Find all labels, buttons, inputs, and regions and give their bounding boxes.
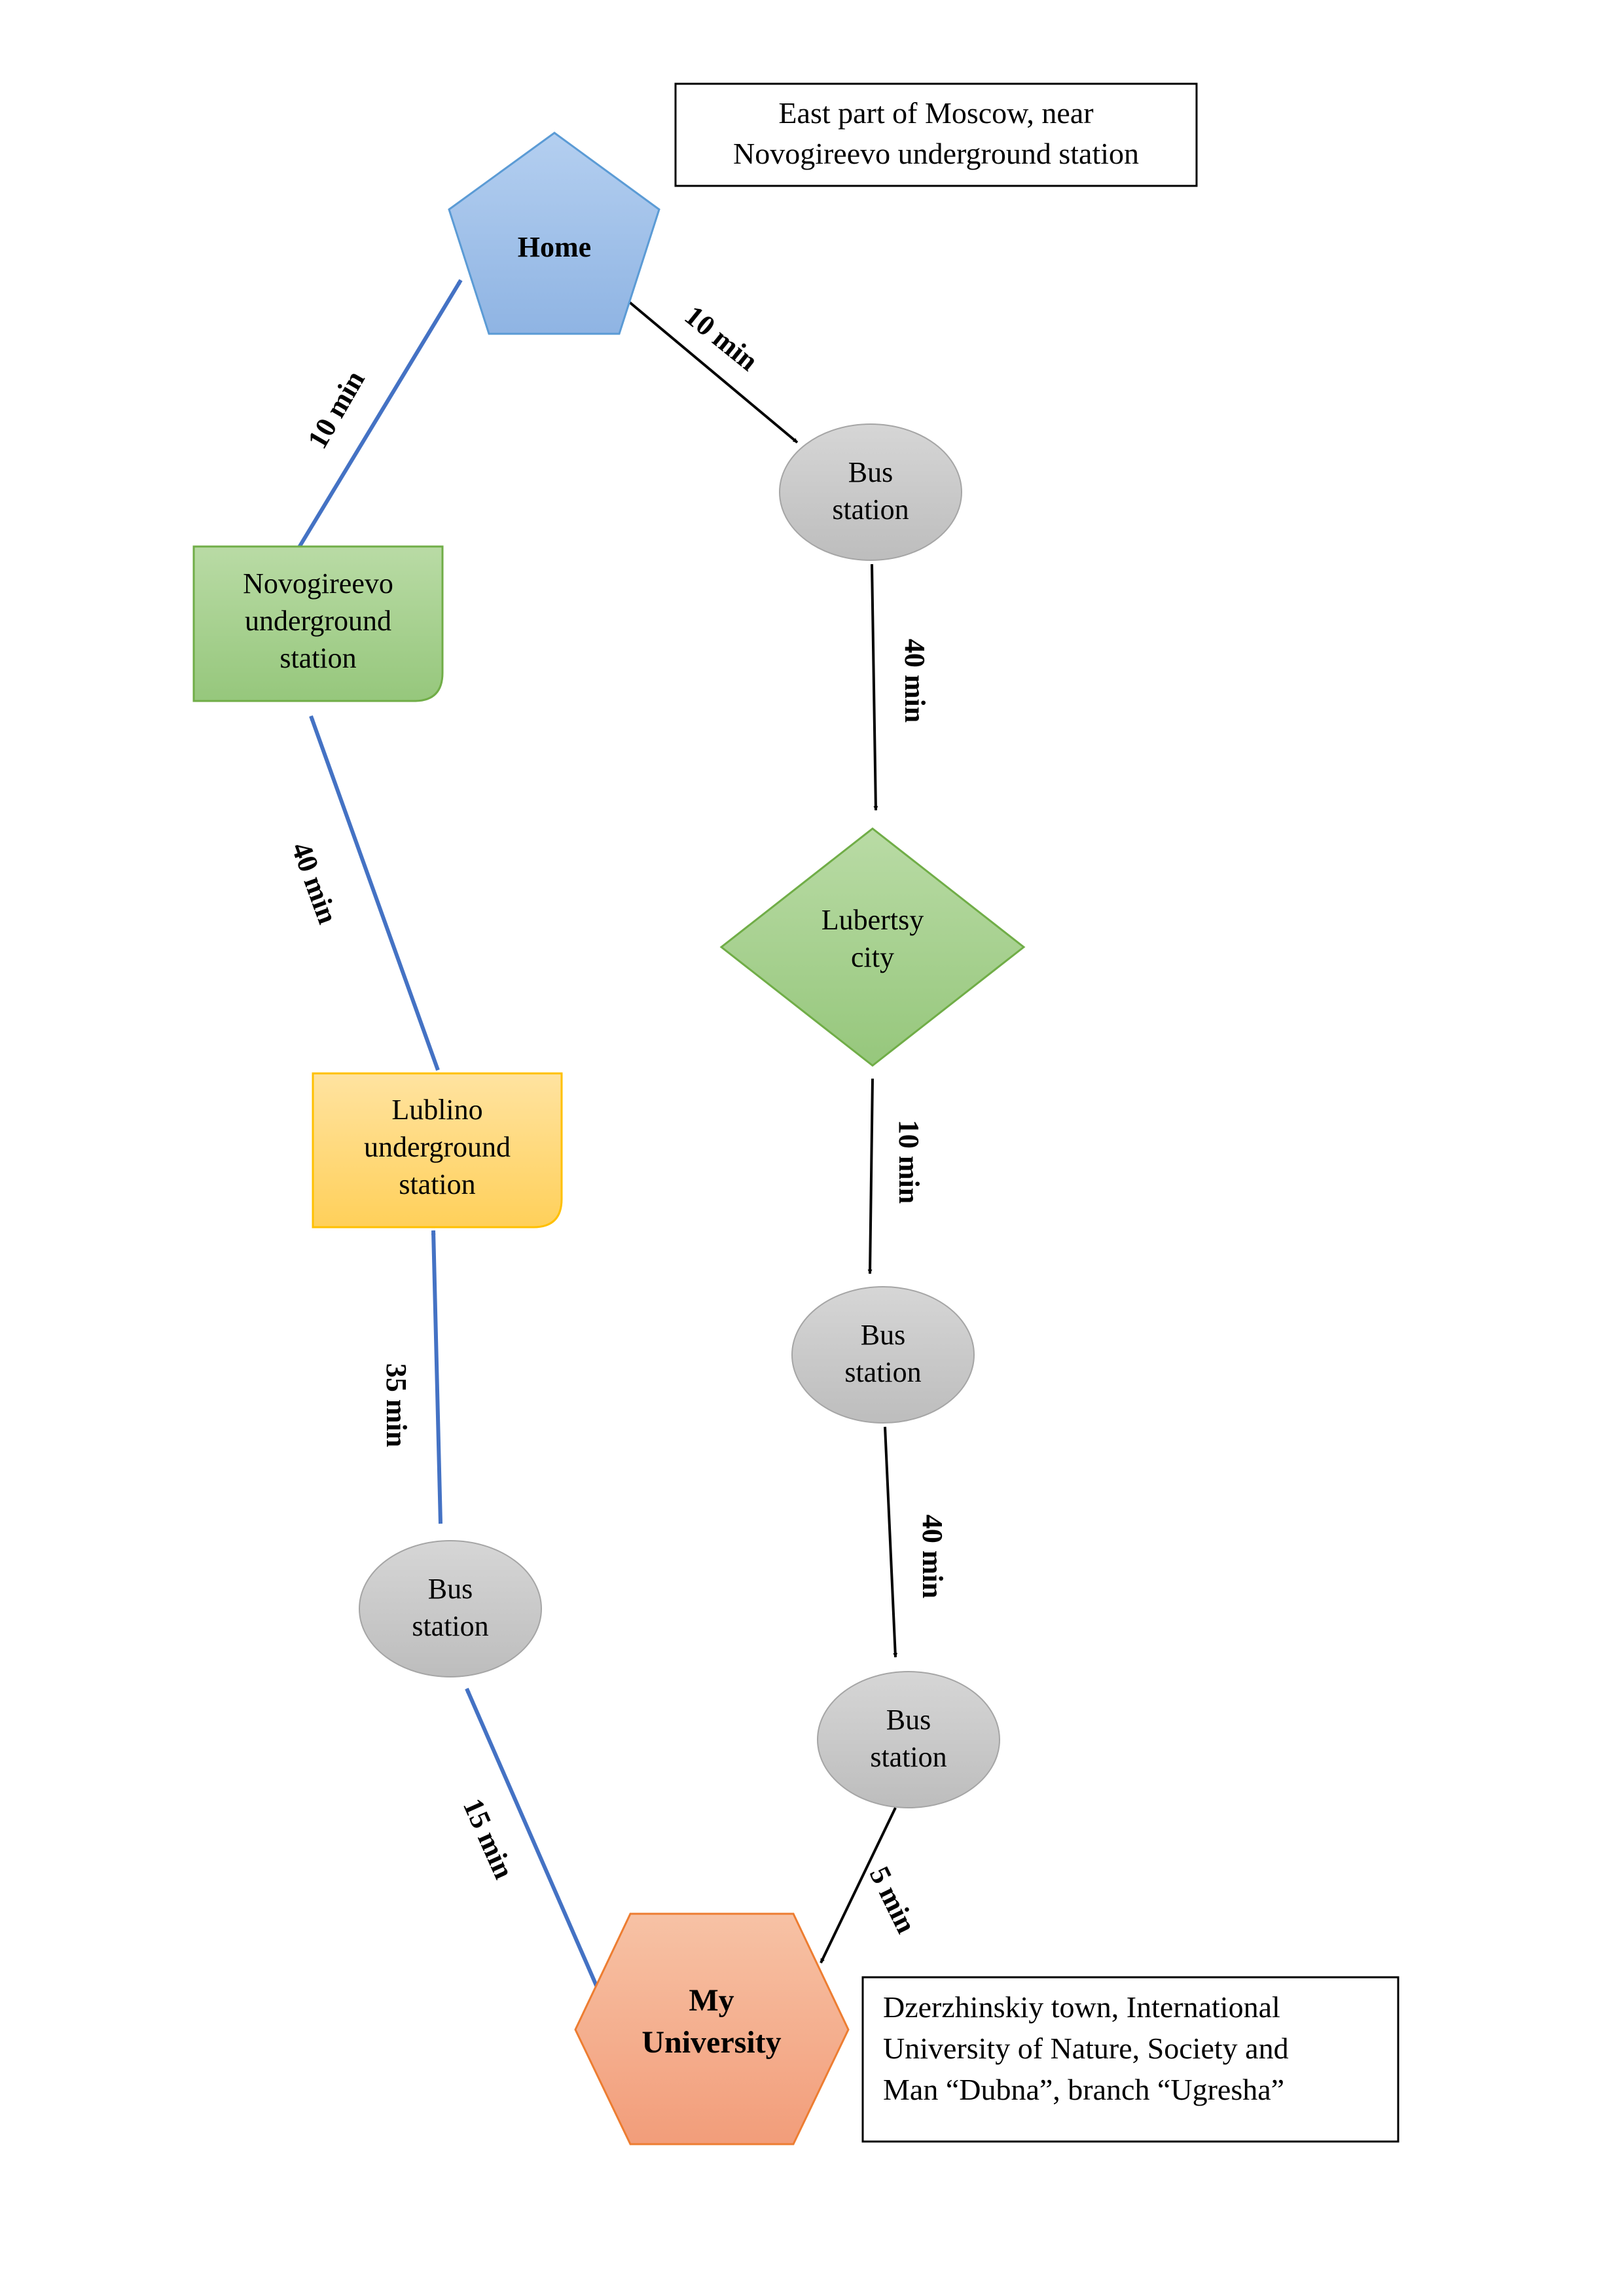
bus-station-2-label-line-1: Bus bbox=[861, 1319, 905, 1351]
bus-station-1-label-line-2: station bbox=[832, 493, 909, 526]
lubertsy-city-node: Lubertsy city bbox=[719, 827, 1026, 1067]
novogireevo-station-node: Novogireevo underground station bbox=[192, 545, 444, 702]
lublino-label-line-1: Lublino bbox=[391, 1094, 482, 1126]
arrow-bus-station-2-to-bus-station-3 bbox=[884, 1426, 898, 1658]
home-label: Home bbox=[518, 231, 591, 263]
bus-station-3-label-line-1: Bus bbox=[886, 1704, 931, 1736]
time-label-home-to-bus-station-1: 10 min bbox=[679, 299, 765, 377]
home-location-note: East part of Moscow, near Novogireevo un… bbox=[674, 82, 1198, 187]
arrow-bus-station-3-to-university bbox=[820, 1807, 897, 1964]
time-label-lubertsy-to-bus-station-2: 10 min bbox=[893, 1120, 925, 1204]
return-route bbox=[297, 279, 599, 1988]
lublino-label-line-3: station bbox=[399, 1168, 475, 1200]
time-label-bus-station-3-to-university: 5 min bbox=[863, 1861, 923, 1938]
home-note-line-2: Novogireevo underground station bbox=[733, 137, 1139, 170]
home-node: Home bbox=[448, 132, 660, 335]
university-node: My University bbox=[574, 1912, 850, 2145]
arrow-bus-station-4-to-lublino bbox=[431, 1230, 442, 1524]
bus-station-1-label-line-1: Bus bbox=[848, 456, 893, 488]
bus-station-2-label-line-2: station bbox=[844, 1356, 921, 1388]
arrow-bus-station-1-to-lubertsy bbox=[871, 564, 878, 811]
arrow-lublino-to-novogireevo bbox=[309, 715, 440, 1071]
novogireevo-label-line-3: station bbox=[280, 642, 356, 674]
home-note-line-1: East part of Moscow, near bbox=[778, 96, 1093, 130]
time-label-bus-station-2-to-bus-station-3: 40 min bbox=[916, 1515, 948, 1598]
novogireevo-label-line-1: Novogireevo bbox=[243, 567, 393, 600]
university-note-line-3: Man “Dubna”, branch “Ugresha” bbox=[883, 2073, 1284, 2106]
novogireevo-label-line-2: underground bbox=[245, 605, 391, 637]
university-note-line-1: Dzerzhinskiy town, International bbox=[883, 1990, 1280, 2024]
lublino-station-node: Lublino underground station bbox=[312, 1072, 563, 1229]
bus-station-4-node: Bus station bbox=[359, 1540, 542, 1677]
bus-station-1-node: Bus station bbox=[779, 423, 962, 561]
bus-station-3-label-line-2: station bbox=[870, 1741, 947, 1773]
university-note-line-2: University of Nature, Society and bbox=[883, 2032, 1289, 2065]
lubertsy-label-line-2: city bbox=[851, 941, 894, 973]
time-label-bus-station-1-to-lubertsy: 40 min bbox=[899, 639, 931, 723]
time-label-novogireevo-to-home: 10 min bbox=[301, 365, 371, 454]
arrow-lubertsy-to-bus-station-2 bbox=[867, 1078, 874, 1274]
time-label-university-to-bus-station-4: 15 min bbox=[457, 1794, 520, 1884]
time-label-bus-station-4-to-lublino: 35 min bbox=[380, 1363, 412, 1447]
bus-station-3-node: Bus station bbox=[817, 1671, 1000, 1808]
arrow-novogireevo-to-home bbox=[297, 279, 463, 548]
time-label-lublino-to-novogireevo: 40 min bbox=[285, 838, 344, 927]
arrow-university-to-bus-station-4 bbox=[465, 1687, 599, 1988]
university-label-line-1: My bbox=[689, 1983, 734, 2018]
university-location-note: Dzerzhinskiy town, International Univers… bbox=[861, 1976, 1399, 2143]
bus-station-4-label-line-2: station bbox=[412, 1610, 488, 1642]
bus-station-2-node: Bus station bbox=[791, 1286, 975, 1424]
outbound-route bbox=[628, 301, 898, 1964]
bus-station-4-label-line-1: Bus bbox=[428, 1573, 473, 1605]
arrow-home-to-bus-station-1 bbox=[628, 301, 799, 444]
lublino-label-line-2: underground bbox=[364, 1131, 511, 1163]
lubertsy-label-line-1: Lubertsy bbox=[821, 904, 924, 936]
university-label-line-2: University bbox=[641, 2025, 781, 2060]
